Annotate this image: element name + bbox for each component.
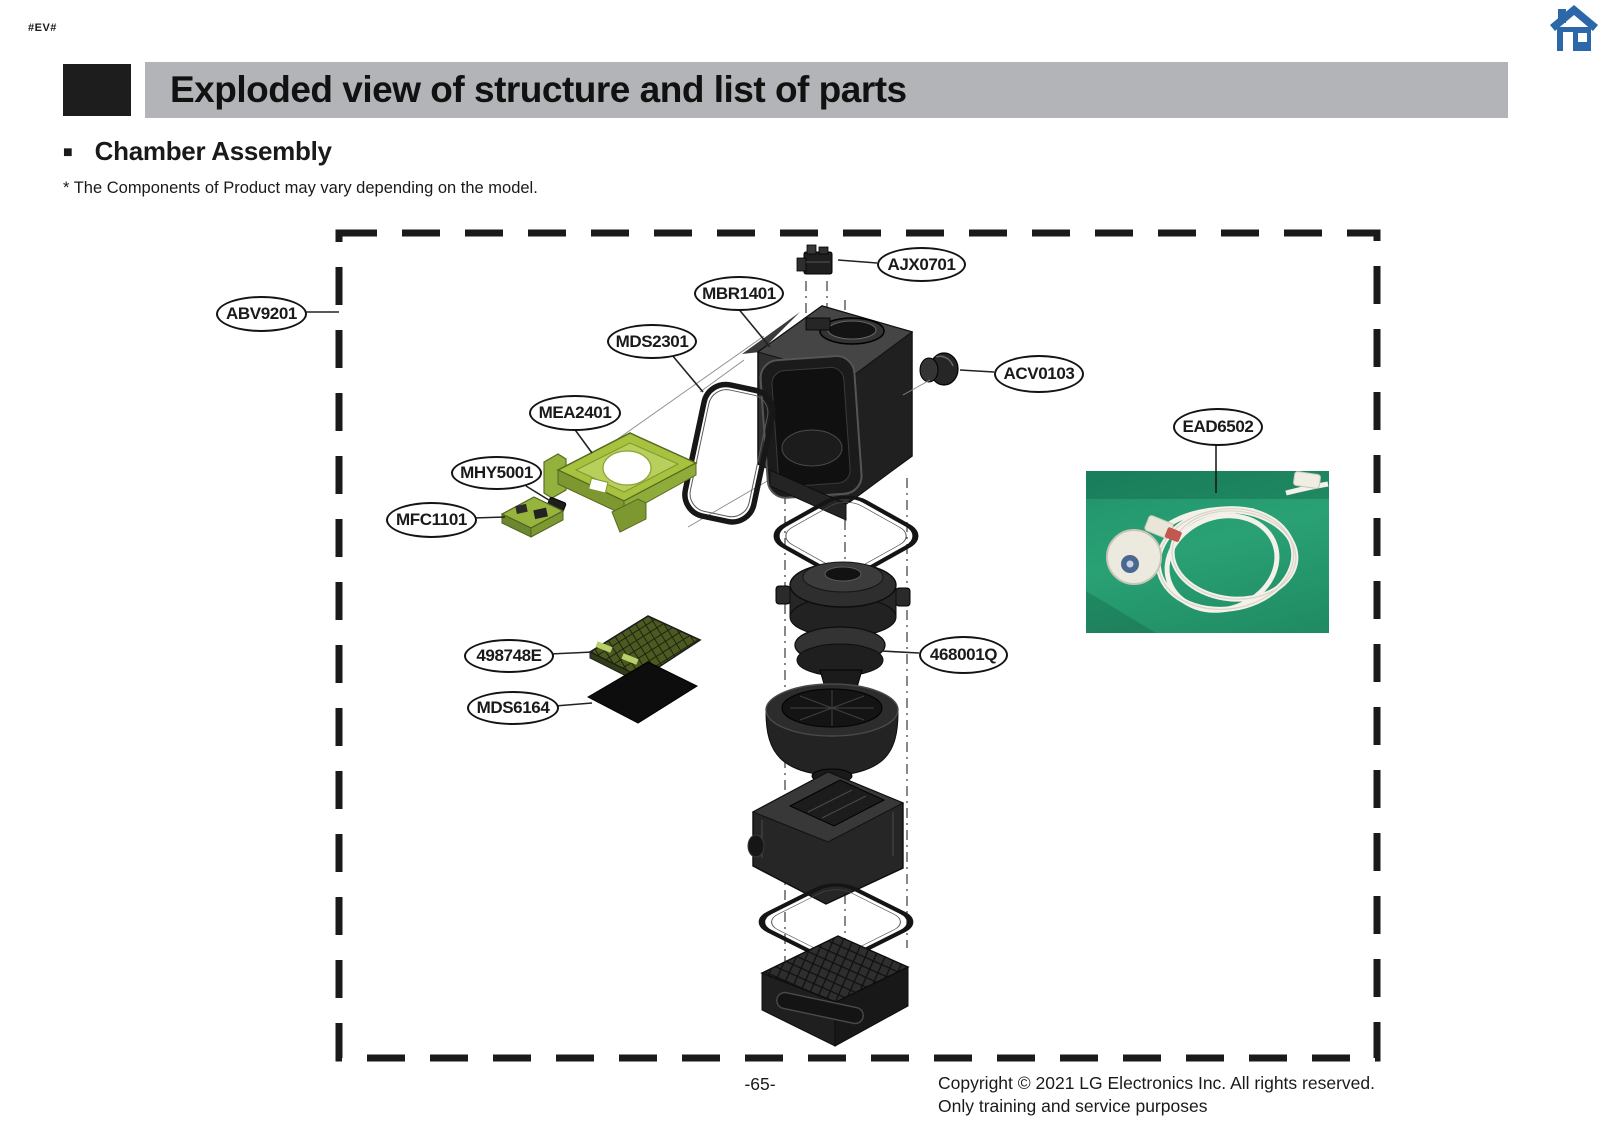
green-board-part xyxy=(500,496,565,538)
black-filter-sheet-part xyxy=(586,661,699,724)
lower-oring-part xyxy=(758,883,914,961)
copyright-line1: Copyright © 2021 LG Electronics Inc. All… xyxy=(938,1073,1375,1093)
valve-knob-part xyxy=(902,352,959,396)
home-icon xyxy=(1550,5,1598,51)
title-bar: Exploded view of structure and list of p… xyxy=(145,62,1508,118)
leader-lines xyxy=(303,259,1217,707)
copyright-notice: Copyright © 2021 LG Electronics Inc. All… xyxy=(938,1072,1375,1118)
filter-bowl-part xyxy=(765,683,899,784)
diagram-boundary-dashed-box xyxy=(335,229,1381,1062)
callout-mhy5001: MHY5001 xyxy=(451,456,542,490)
chamber-housing-part xyxy=(742,305,914,521)
callout-abv9201: ABV9201 xyxy=(216,296,307,332)
cable-part-photo xyxy=(1086,471,1329,633)
model-note: * The Components of Product may vary dep… xyxy=(63,179,538,197)
section-heading-text: Chamber Assembly xyxy=(94,136,332,166)
callout-acv0103: ACV0103 xyxy=(994,355,1084,393)
section-heading: ■ Chamber Assembly xyxy=(63,136,332,167)
square-bullet-icon: ■ xyxy=(63,143,73,161)
upper-oring-part xyxy=(773,495,919,577)
callout-ajx0701: AJX0701 xyxy=(877,247,966,282)
callout-mea2401: MEA2401 xyxy=(529,395,621,431)
bottom-grid-box-part xyxy=(760,935,910,1047)
green-tray-part xyxy=(543,432,698,533)
callout-mbr1401: MBR1401 xyxy=(694,276,784,311)
ev-marker: #EV# xyxy=(28,22,57,34)
page-number: -65- xyxy=(744,1074,776,1094)
home-button[interactable] xyxy=(1550,4,1598,54)
callout-mds2301: MDS2301 xyxy=(607,324,697,359)
callout-498748e: 498748E xyxy=(464,639,554,673)
motor-assembly-part xyxy=(775,561,911,699)
callout-ead6502: EAD6502 xyxy=(1173,408,1263,446)
page-title: Exploded view of structure and list of p… xyxy=(170,69,907,110)
callout-468001q: 468001Q xyxy=(919,636,1008,674)
chamber-gasket-part xyxy=(682,381,776,525)
callout-mds6164: MDS6164 xyxy=(467,691,559,725)
callout-mfc1101: MFC1101 xyxy=(386,502,477,538)
cable-photo-graphic xyxy=(1086,471,1329,633)
title-block-square xyxy=(63,64,131,116)
copyright-line2: Only training and service purposes xyxy=(938,1096,1208,1116)
connector-part-ajx0701 xyxy=(796,244,833,275)
lower-housing-part xyxy=(747,771,905,905)
